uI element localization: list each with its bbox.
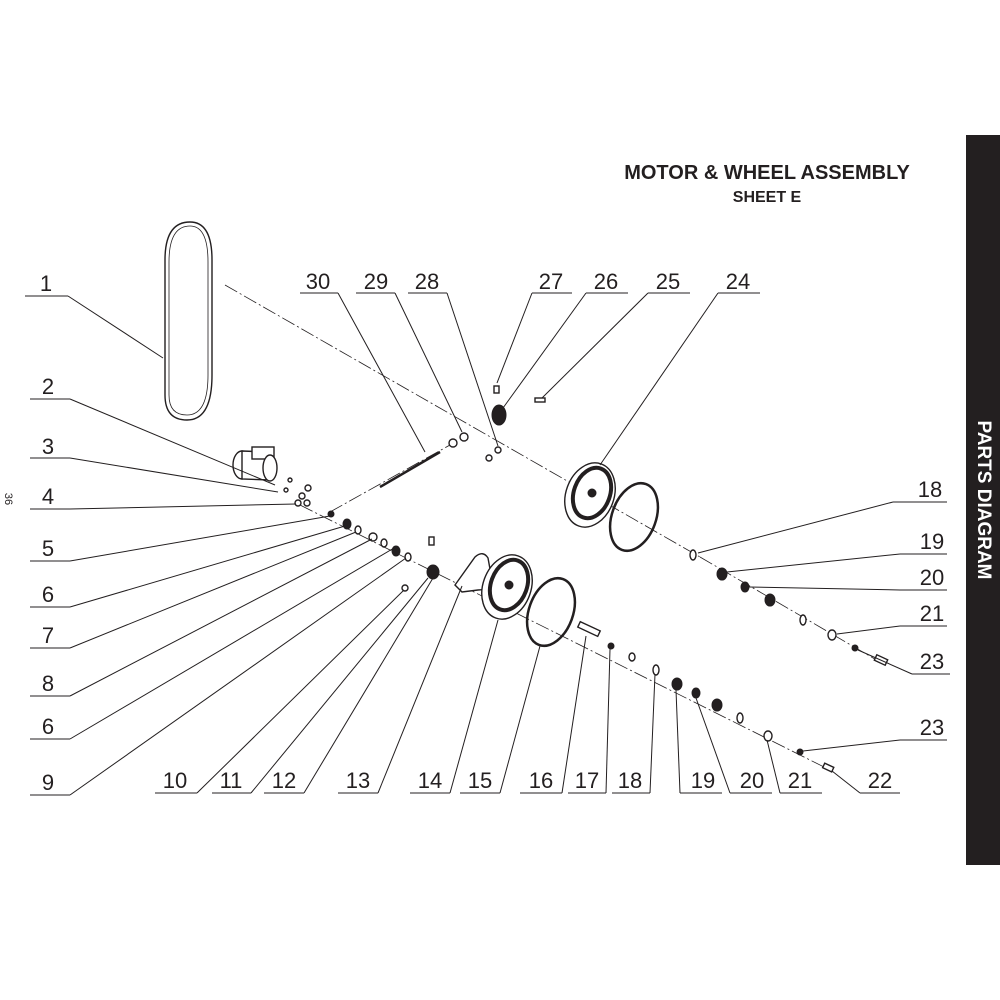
callout-20: 20 bbox=[740, 768, 764, 793]
callout-30: 30 bbox=[306, 269, 330, 294]
upper-wheel bbox=[564, 462, 616, 528]
tension-rod bbox=[379, 450, 441, 489]
motor-bolts bbox=[283, 477, 312, 507]
callout-3: 3 bbox=[42, 434, 54, 459]
blade-belt-inner bbox=[168, 225, 209, 416]
lower-wheel bbox=[481, 554, 533, 620]
blade-belt bbox=[164, 221, 213, 421]
callout-22: 22 bbox=[868, 768, 892, 793]
bolt bbox=[485, 454, 493, 462]
nut bbox=[448, 438, 458, 448]
callout-5: 5 bbox=[42, 536, 54, 561]
callout-17: 17 bbox=[575, 768, 599, 793]
callout-24: 24 bbox=[726, 269, 750, 294]
callout-2: 2 bbox=[42, 374, 54, 399]
callout-19-right: 19 bbox=[920, 529, 944, 554]
section-tab: PARTS DIAGRAM bbox=[966, 135, 1000, 865]
callouts-bottom: 10 11 12 13 14 15 16 17 18 19 20 21 22 bbox=[155, 577, 900, 794]
callout-27: 27 bbox=[539, 269, 563, 294]
tension-rod-axis bbox=[329, 444, 451, 513]
callout-25: 25 bbox=[656, 269, 680, 294]
callout-13: 13 bbox=[346, 768, 370, 793]
lower-shaft-small-parts bbox=[576, 620, 835, 773]
callout-6b: 6 bbox=[42, 714, 54, 739]
upper-shaft-parts bbox=[689, 549, 889, 667]
callout-23-right: 23 bbox=[920, 649, 944, 674]
callout-12: 12 bbox=[272, 768, 296, 793]
callout-23-lower: 23 bbox=[920, 715, 944, 740]
callout-6: 6 bbox=[42, 582, 54, 607]
callout-21: 21 bbox=[788, 768, 812, 793]
diagram-title: MOTOR & WHEEL ASSEMBLY bbox=[624, 162, 910, 184]
upper-tire bbox=[608, 482, 660, 552]
bolt bbox=[494, 446, 502, 454]
callout-8: 8 bbox=[42, 671, 54, 696]
shaft-pin bbox=[534, 397, 546, 403]
callout-16: 16 bbox=[529, 768, 553, 793]
callout-18-right: 18 bbox=[918, 477, 942, 502]
callout-4: 4 bbox=[42, 484, 54, 509]
callout-20-right: 20 bbox=[920, 565, 944, 590]
lower-shaft-parts bbox=[327, 510, 440, 592]
callouts-top: 30 29 28 27 26 25 24 bbox=[300, 269, 760, 466]
callout-19: 19 bbox=[691, 768, 715, 793]
set-screw bbox=[493, 385, 500, 394]
callout-9: 9 bbox=[42, 770, 54, 795]
diagram-subtitle: SHEET E bbox=[732, 189, 802, 206]
callout-28: 28 bbox=[415, 269, 439, 294]
callout-29: 29 bbox=[364, 269, 388, 294]
callout-1: 1 bbox=[40, 271, 52, 296]
motor bbox=[232, 446, 278, 482]
callout-7: 7 bbox=[42, 623, 54, 648]
upper-axis-line bbox=[224, 284, 701, 558]
callouts-right: 18 19 20 21 23 23 bbox=[697, 477, 950, 752]
bearing-housing bbox=[491, 404, 507, 426]
callout-21-right: 21 bbox=[920, 601, 944, 626]
callout-11: 11 bbox=[220, 768, 243, 793]
callout-18: 18 bbox=[618, 768, 642, 793]
lower-tire bbox=[525, 577, 577, 647]
lower-axis-line bbox=[299, 504, 831, 771]
callout-14: 14 bbox=[418, 768, 442, 793]
washer bbox=[459, 432, 469, 442]
callout-15: 15 bbox=[468, 768, 492, 793]
callouts-left: 1 2 3 4 5 6 7 8 6 9 bbox=[25, 271, 407, 796]
callout-10: 10 bbox=[163, 768, 187, 793]
callout-26: 26 bbox=[594, 269, 618, 294]
